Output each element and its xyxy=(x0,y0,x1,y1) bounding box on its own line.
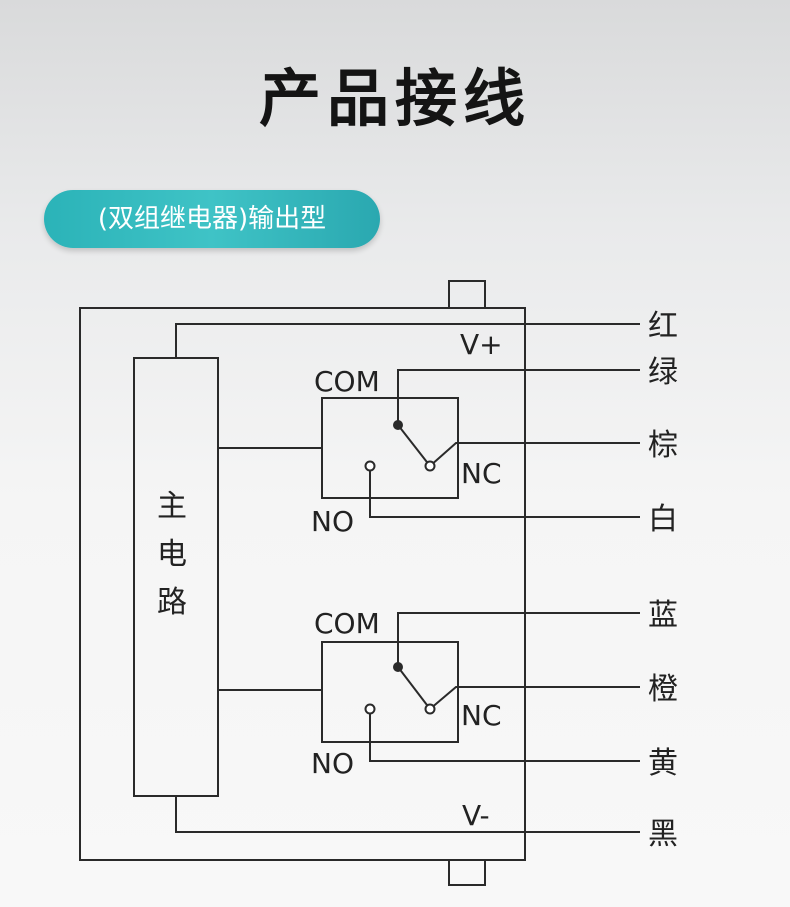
bottom-connector xyxy=(448,859,486,886)
wire-label-black: 黑 xyxy=(648,817,678,852)
relay-1-com-contact xyxy=(393,420,403,430)
wire-brown-line xyxy=(429,442,640,467)
relay-2-no-label: NO xyxy=(311,747,354,780)
wire-white-line xyxy=(369,466,640,518)
wire-label-green: 绿 xyxy=(648,355,678,390)
power-positive-label: V+ xyxy=(460,328,503,361)
main-circuit-label-2: 电 xyxy=(157,537,187,572)
relay-2-com-contact xyxy=(393,662,403,672)
power-negative-label: V- xyxy=(462,799,490,832)
relay-1-com-label: COM xyxy=(314,365,380,398)
main-circuit-label-3: 路 xyxy=(157,585,187,620)
relay-1-box xyxy=(321,397,459,499)
wire-red-line xyxy=(175,323,640,358)
output-type-badge: (双组继电器)输出型 xyxy=(44,190,380,248)
main-circuit-label-1: 主 xyxy=(157,489,187,524)
wire-label-blue: 蓝 xyxy=(648,598,678,633)
page-title: 产品接线 xyxy=(258,62,531,135)
relay-1-no-contact xyxy=(364,460,376,472)
wire-black-line xyxy=(175,796,640,833)
wire-orange-line xyxy=(429,686,640,710)
relay-1-switch-arm xyxy=(397,424,431,467)
relay-1-nc-label: NC xyxy=(461,457,502,490)
relay-2-box xyxy=(321,641,459,743)
wire-label-brown: 棕 xyxy=(648,428,678,463)
wire-yellow-line xyxy=(369,709,640,762)
wire-label-yellow: 黄 xyxy=(648,746,678,781)
main-circuit-block xyxy=(133,357,219,797)
housing-outline xyxy=(79,307,526,861)
relay-1-no-label: NO xyxy=(311,505,354,538)
relay-2-com-label: COM xyxy=(314,607,380,640)
relay-1-nc-contact xyxy=(424,460,436,472)
relay-2-nc-label: NC xyxy=(461,699,502,732)
wire-blue-line xyxy=(397,612,640,667)
top-connector xyxy=(448,280,486,309)
wire-green-line xyxy=(397,369,640,425)
wire-label-white: 白 xyxy=(648,502,678,537)
wire-label-red: 红 xyxy=(648,309,678,344)
relay-2-switch-arm xyxy=(397,666,431,710)
relay-2-nc-contact xyxy=(424,703,436,715)
relay-2-no-contact xyxy=(364,703,376,715)
wire-label-orange: 橙 xyxy=(648,672,678,707)
